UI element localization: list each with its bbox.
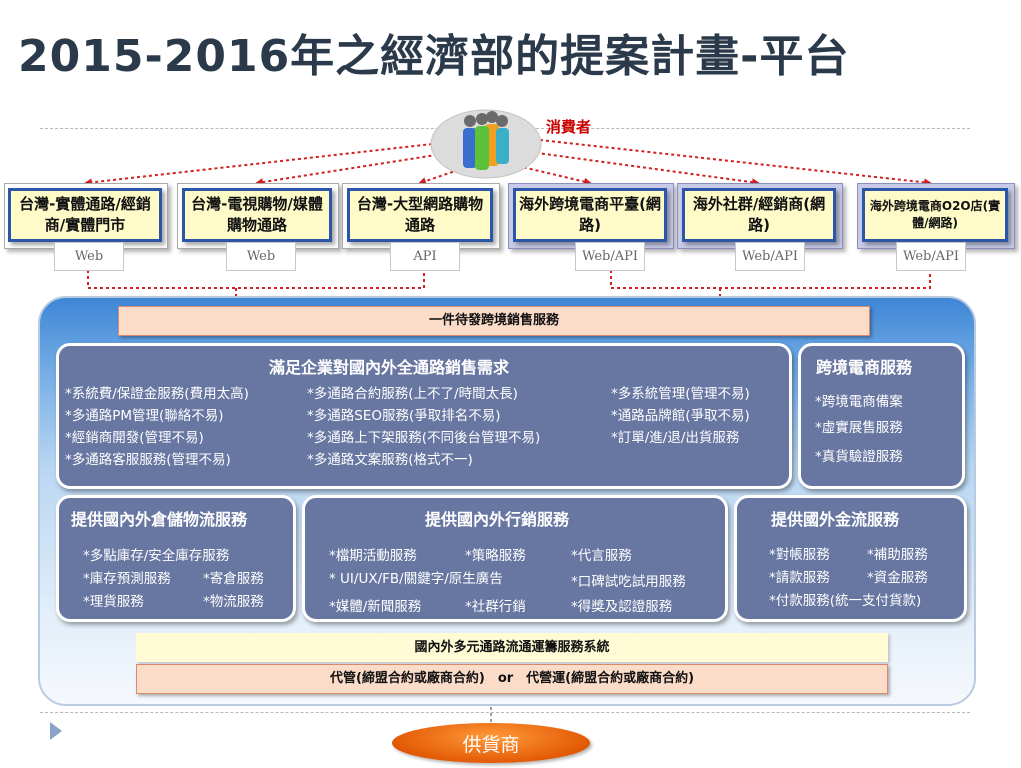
interface-label-6: Web/API [896, 242, 966, 271]
slide-bullet-icon [50, 722, 62, 740]
finance-item: *付款服務(統一支付貨款) [769, 593, 922, 609]
panel-sales: 滿足企業對國內外全通路銷售需求 *系統費/保證金服務(費用太高) *多通路PM管… [56, 343, 792, 489]
panel-logistics: 提供國內外倉儲物流服務 *多點庫存/安全庫存服務 *庫存預測服務 *寄倉服務 *… [56, 495, 296, 622]
crossborder-item: *虛實展售服務 [815, 420, 903, 436]
sales-item: *經銷商開發(管理不易) [65, 430, 204, 446]
bottom-service-bar-1: 國內外多元通路流通運籌服務系統 [136, 633, 888, 662]
interface-label-1: Web [54, 242, 124, 271]
sales-item: *多通路合約服務(上不了/時間太長) [307, 386, 518, 402]
marketing-item: *檔期活動服務 [329, 548, 417, 564]
arrow-consumer-ch6 [539, 139, 932, 187]
sales-item: *通路品牌館(爭取不易) [611, 408, 750, 424]
sales-item: *系統費/保證金服務(費用太高) [65, 386, 249, 402]
logistics-item: *理貨服務 [83, 594, 144, 610]
logistics-item: *寄倉服務 [203, 571, 264, 587]
supplier-label: 供貨商 [462, 733, 520, 756]
channel-overseas-social[interactable]: 海外社群/經銷商(網路) [682, 188, 836, 242]
panel-crossborder: 跨境電商服務 *跨境電商備案 *虛實展售服務 *真貨驗證服務 [798, 343, 965, 489]
finance-item: *資金服務 [867, 570, 928, 586]
marketing-item: *媒體/新聞服務 [329, 599, 422, 615]
channel-label: 海外跨境電商O2O店(實體/網路) [869, 199, 1001, 230]
panel-marketing: 提供國內外行銷服務 *檔期活動服務 *策略服務 *代言服務 * UI/UX/FB… [302, 495, 728, 622]
channel-label: 海外社群/經銷商(網路) [692, 195, 826, 234]
channel-taiwan-tv[interactable]: 台灣-電視購物/媒體購物通路 [182, 188, 332, 242]
sales-item: *多通路客服服務(管理不易) [65, 452, 231, 468]
sales-item: *訂單/進/退/出貨服務 [611, 430, 740, 446]
logistics-item: *物流服務 [203, 594, 264, 610]
marketing-item: *社群行銷 [465, 599, 526, 615]
sales-item: *多系統管理(管理不易) [611, 386, 750, 402]
marketing-item: *得獎及認證服務 [571, 599, 673, 615]
panel-title: 跨境電商服務 [816, 358, 913, 377]
divider-bottom [40, 712, 970, 713]
marketing-item: * UI/UX/FB/關鍵字/原生廣告 [329, 571, 503, 587]
marketing-item: *策略服務 [465, 548, 526, 564]
channel-overseas-ecommerce[interactable]: 海外跨境電商平臺(網路) [513, 188, 667, 242]
logistics-item: *庫存預測服務 [83, 571, 171, 587]
panel-title: 提供國內外倉儲物流服務 [71, 510, 248, 529]
sales-item: *多通路PM管理(聯絡不易) [65, 408, 224, 424]
panel-finance: 提供國外金流服務 *對帳服務 *補助服務 *請款服務 *資金服務 *付款服務(統… [734, 495, 967, 622]
arrow-consumer-ch2 [255, 151, 456, 187]
marketing-item: *代言服務 [571, 548, 632, 564]
marketing-item: *口碑試吃試用服務 [571, 574, 686, 590]
channel-label: 台灣-電視購物/媒體購物通路 [191, 195, 323, 234]
finance-item: *請款服務 [769, 570, 830, 586]
finance-item: *對帳服務 [769, 547, 830, 563]
logistics-item: *多點庫存/安全庫存服務 [83, 548, 230, 564]
arrow-consumer-ch5 [529, 151, 760, 187]
top-service-bar: 一件待發跨境銷售服務 [118, 306, 870, 336]
interface-label-4: Web/API [575, 242, 645, 271]
interface-label-5: Web/API [735, 242, 805, 271]
channel-label: 海外跨境電商平臺(網路) [519, 195, 661, 234]
bottom-service-bar-2: 代管(締盟合約或廠商合約) or 代營運(締盟合約或廠商合約) [136, 664, 888, 694]
panel-title: 提供國內外行銷服務 [425, 510, 570, 529]
consumer-label: 消費者 [546, 118, 592, 136]
supplier-node: 供貨商 [392, 723, 590, 763]
panel-title: 滿足企業對國內外全通路銷售需求 [269, 358, 510, 377]
channel-taiwan-online[interactable]: 台灣-大型網路購物通路 [347, 188, 493, 242]
channel-label: 台灣-實體通路/經銷商/實體門市 [19, 195, 151, 234]
arrow-consumer-ch4 [517, 165, 592, 186]
sales-item: *多通路文案服務(格式不一) [307, 452, 473, 468]
sales-item: *多通路SEO服務(爭取排名不易) [307, 408, 501, 424]
crossborder-item: *真貨驗證服務 [815, 449, 903, 465]
arrow-consumer-ch1 [84, 141, 451, 187]
page-title: 2015-2016年之經濟部的提案計畫-平台 [18, 31, 850, 82]
panel-title: 提供國外金流服務 [771, 510, 900, 529]
channel-label: 台灣-大型網路購物通路 [356, 195, 484, 234]
channel-taiwan-retail[interactable]: 台灣-實體通路/經銷商/實體門市 [8, 188, 162, 242]
crossborder-item: *跨境電商備案 [815, 394, 903, 410]
finance-item: *補助服務 [867, 547, 928, 563]
interface-label-2: Web [226, 242, 296, 271]
interface-label-3: API [390, 242, 460, 271]
channel-overseas-o2o[interactable]: 海外跨境電商O2O店(實體/網路) [862, 188, 1008, 242]
people-icon [430, 109, 542, 179]
sales-item: *多通路上下架服務(不同後台管理不易) [307, 430, 541, 446]
